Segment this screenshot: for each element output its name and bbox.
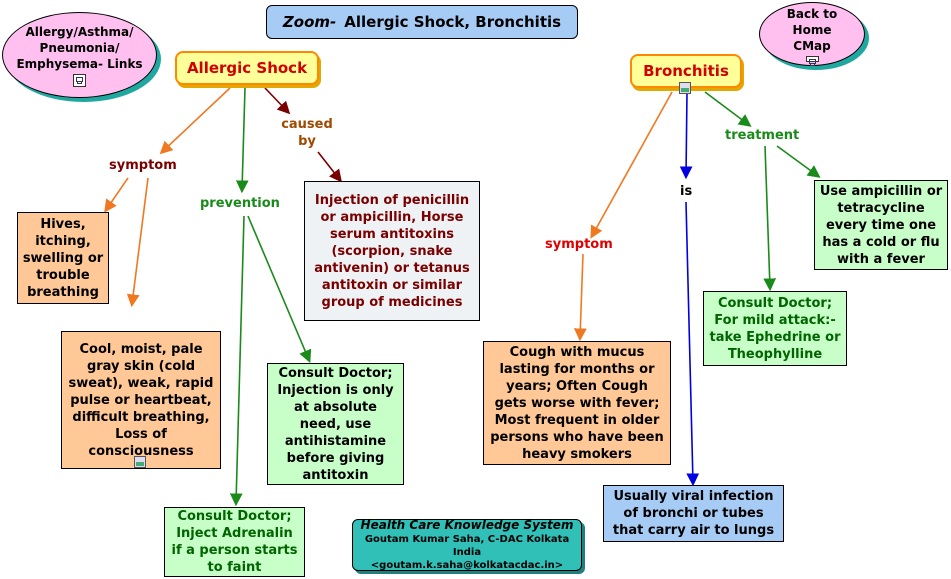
image-resource-icon[interactable]	[679, 82, 691, 94]
viral-infection-concept: Usually viral infection of bronchi or tu…	[603, 485, 784, 542]
image-resource-icon[interactable]	[134, 456, 146, 468]
consult-mild-concept: Consult Doctor; For mild attack:- take E…	[703, 291, 847, 366]
cough-text: Cough with mucus lasting for months or y…	[490, 344, 664, 462]
consult-adrenalin-concept: Consult Doctor; Inject Adrenalin if a pe…	[164, 507, 305, 577]
page-title: Zoom- Allergic Shock, Bronchitis	[266, 5, 578, 39]
back-home-oval[interactable]: Back to Home CMap	[759, 2, 865, 66]
consult-injection-text: Consult Doctor; Injection is only at abs…	[277, 365, 394, 483]
footer-author: Goutam Kumar Saha, C-DAC Kolkata India	[364, 534, 570, 558]
injection-text: Injection of penicillin or ampicillin, H…	[314, 192, 470, 310]
allergic-shock-label: Allergic Shock	[186, 58, 308, 77]
ampicillin-text: Use ampicillin or tetracycline every tim…	[819, 183, 943, 267]
title-prefix: Zoom-	[282, 12, 337, 31]
consult-injection-concept: Consult Doctor; Injection is only at abs…	[267, 363, 404, 485]
allergic-shock-concept: Allergic Shock	[175, 51, 319, 85]
hives-text: Hives, itching, swelling or trouble brea…	[22, 216, 104, 300]
footer-email: <goutam.k.saha@kolkatacdac.in>	[370, 560, 564, 571]
cmap-link-icon[interactable]	[73, 73, 86, 87]
cough-concept: Cough with mucus lasting for months or y…	[483, 341, 671, 465]
treatment-link-label: treatment	[725, 128, 800, 143]
symptom-link-label: symptom	[109, 158, 177, 173]
injection-concept: Injection of penicillin or ampicillin, H…	[304, 181, 480, 321]
allergy-links-label: Allergy/Asthma/ Pneumonia/ Emphysema- Li…	[16, 24, 143, 71]
hives-concept: Hives, itching, swelling or trouble brea…	[17, 212, 109, 304]
ampicillin-concept: Use ampicillin or tetracycline every tim…	[814, 180, 948, 270]
consult-adrenalin-text: Consult Doctor; Inject Adrenalin if a pe…	[171, 509, 298, 575]
bronchitis-symptom-link-label: symptom	[545, 237, 613, 252]
footer-credit: Health Care Knowledge System Goutam Kuma…	[352, 518, 582, 571]
footer-system: Health Care Knowledge System	[360, 518, 574, 532]
is-link-label: is	[680, 184, 693, 199]
viral-infection-text: Usually viral infection of bronchi or tu…	[612, 489, 775, 538]
caused-by-link-label: caused by	[281, 117, 333, 149]
bronchitis-label: Bronchitis	[643, 61, 729, 80]
cool-skin-concept: Cool, moist, pale gray skin (cold sweat)…	[61, 331, 221, 469]
allergy-links-oval[interactable]: Allergy/Asthma/ Pneumonia/ Emphysema- Li…	[2, 12, 157, 98]
title-text: Allergic Shock, Bronchitis	[344, 12, 562, 31]
consult-mild-text: Consult Doctor; For mild attack:- take E…	[709, 295, 841, 362]
prevention-link-label: prevention	[200, 196, 280, 211]
back-home-label: Back to Home CMap	[786, 7, 838, 53]
cool-skin-text: Cool, moist, pale gray skin (cold sweat)…	[68, 341, 214, 459]
cmap-link-icon[interactable]	[805, 56, 819, 66]
